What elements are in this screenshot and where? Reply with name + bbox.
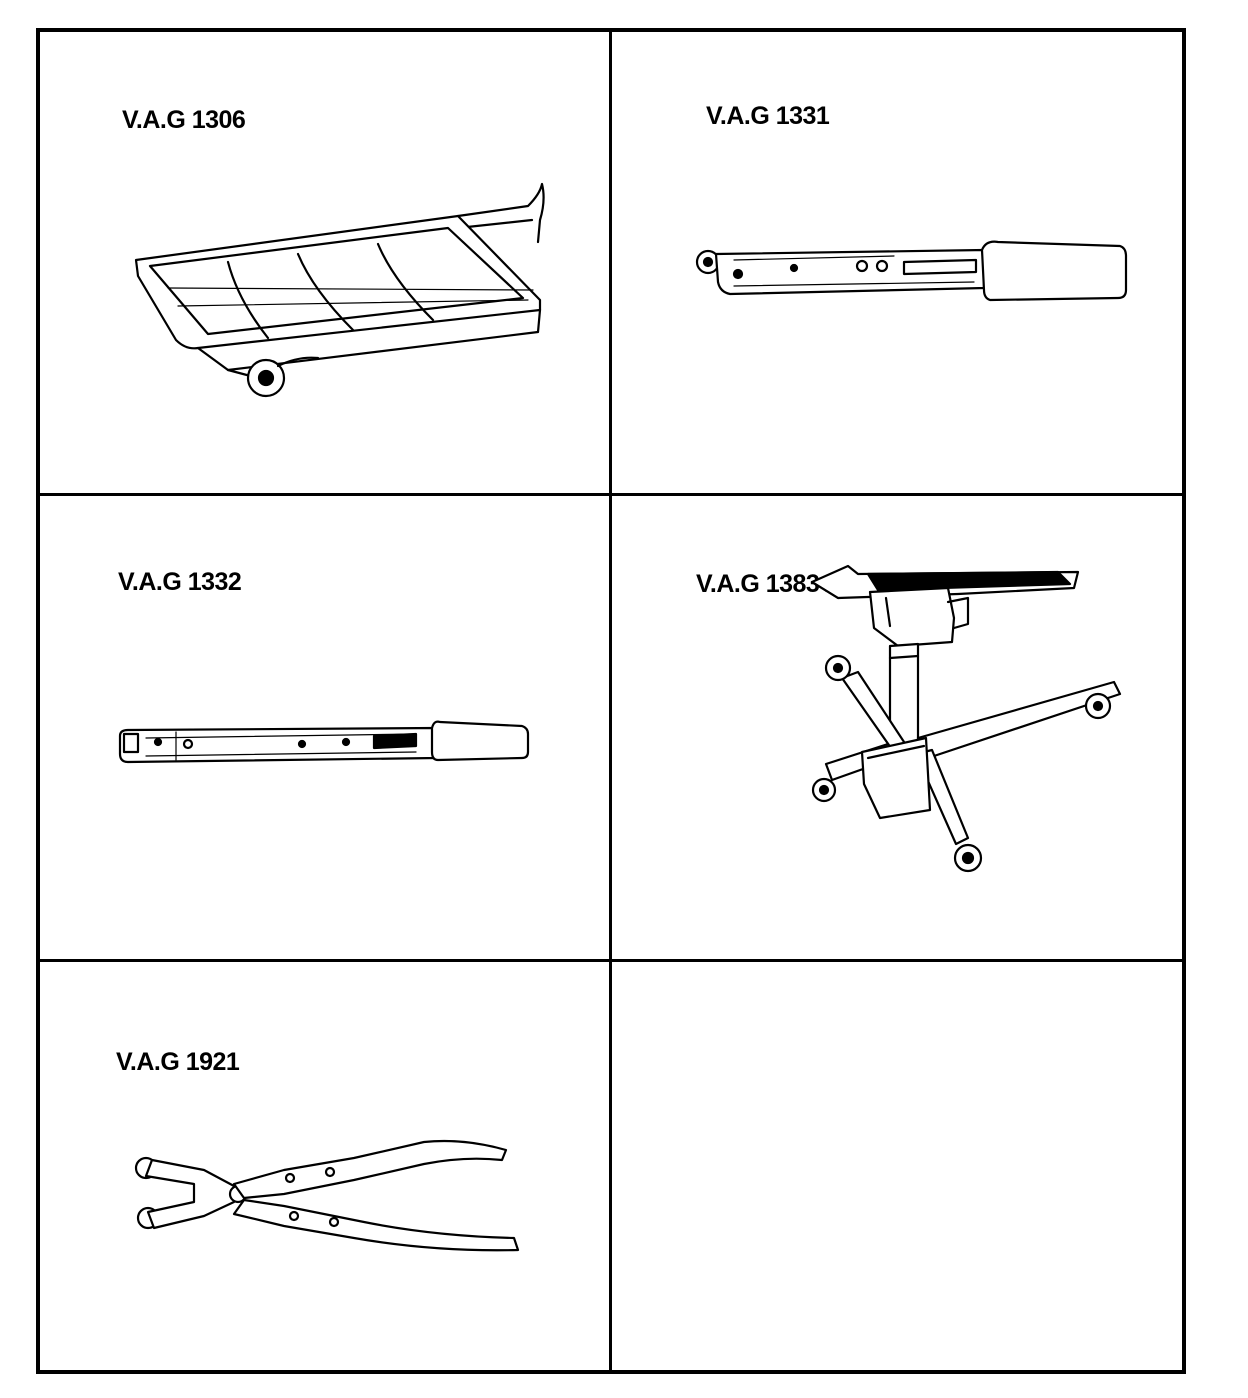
tool-label: V.A.G 1331 bbox=[706, 102, 830, 130]
transmission-jack-icon bbox=[810, 564, 1122, 873]
empty-cell bbox=[612, 962, 1182, 1370]
tool-cell-1332: V.A.G 1332 bbox=[40, 496, 612, 962]
tool-cell-1383a: V.A.G 1383 A bbox=[612, 496, 1182, 962]
tool-label: V.A.G 1306 bbox=[122, 106, 246, 134]
tool-cell-1921: V.A.G 1921 bbox=[40, 962, 612, 1370]
hose-clip-pliers-icon bbox=[134, 1139, 520, 1252]
tool-cell-1306: V.A.G 1306 bbox=[40, 32, 612, 496]
drain-pan-trolley-icon bbox=[134, 182, 545, 398]
tool-grid: V.A.G 1306 V.A.G 1331 bbox=[36, 28, 1186, 1374]
tool-cell-1331: V.A.G 1331 bbox=[612, 32, 1182, 496]
tool-label: V.A.G 1921 bbox=[116, 1048, 240, 1076]
torque-wrench-icon bbox=[695, 240, 1128, 302]
torque-wrench-long-icon bbox=[118, 720, 530, 764]
tool-label: V.A.G 1332 bbox=[118, 568, 242, 596]
